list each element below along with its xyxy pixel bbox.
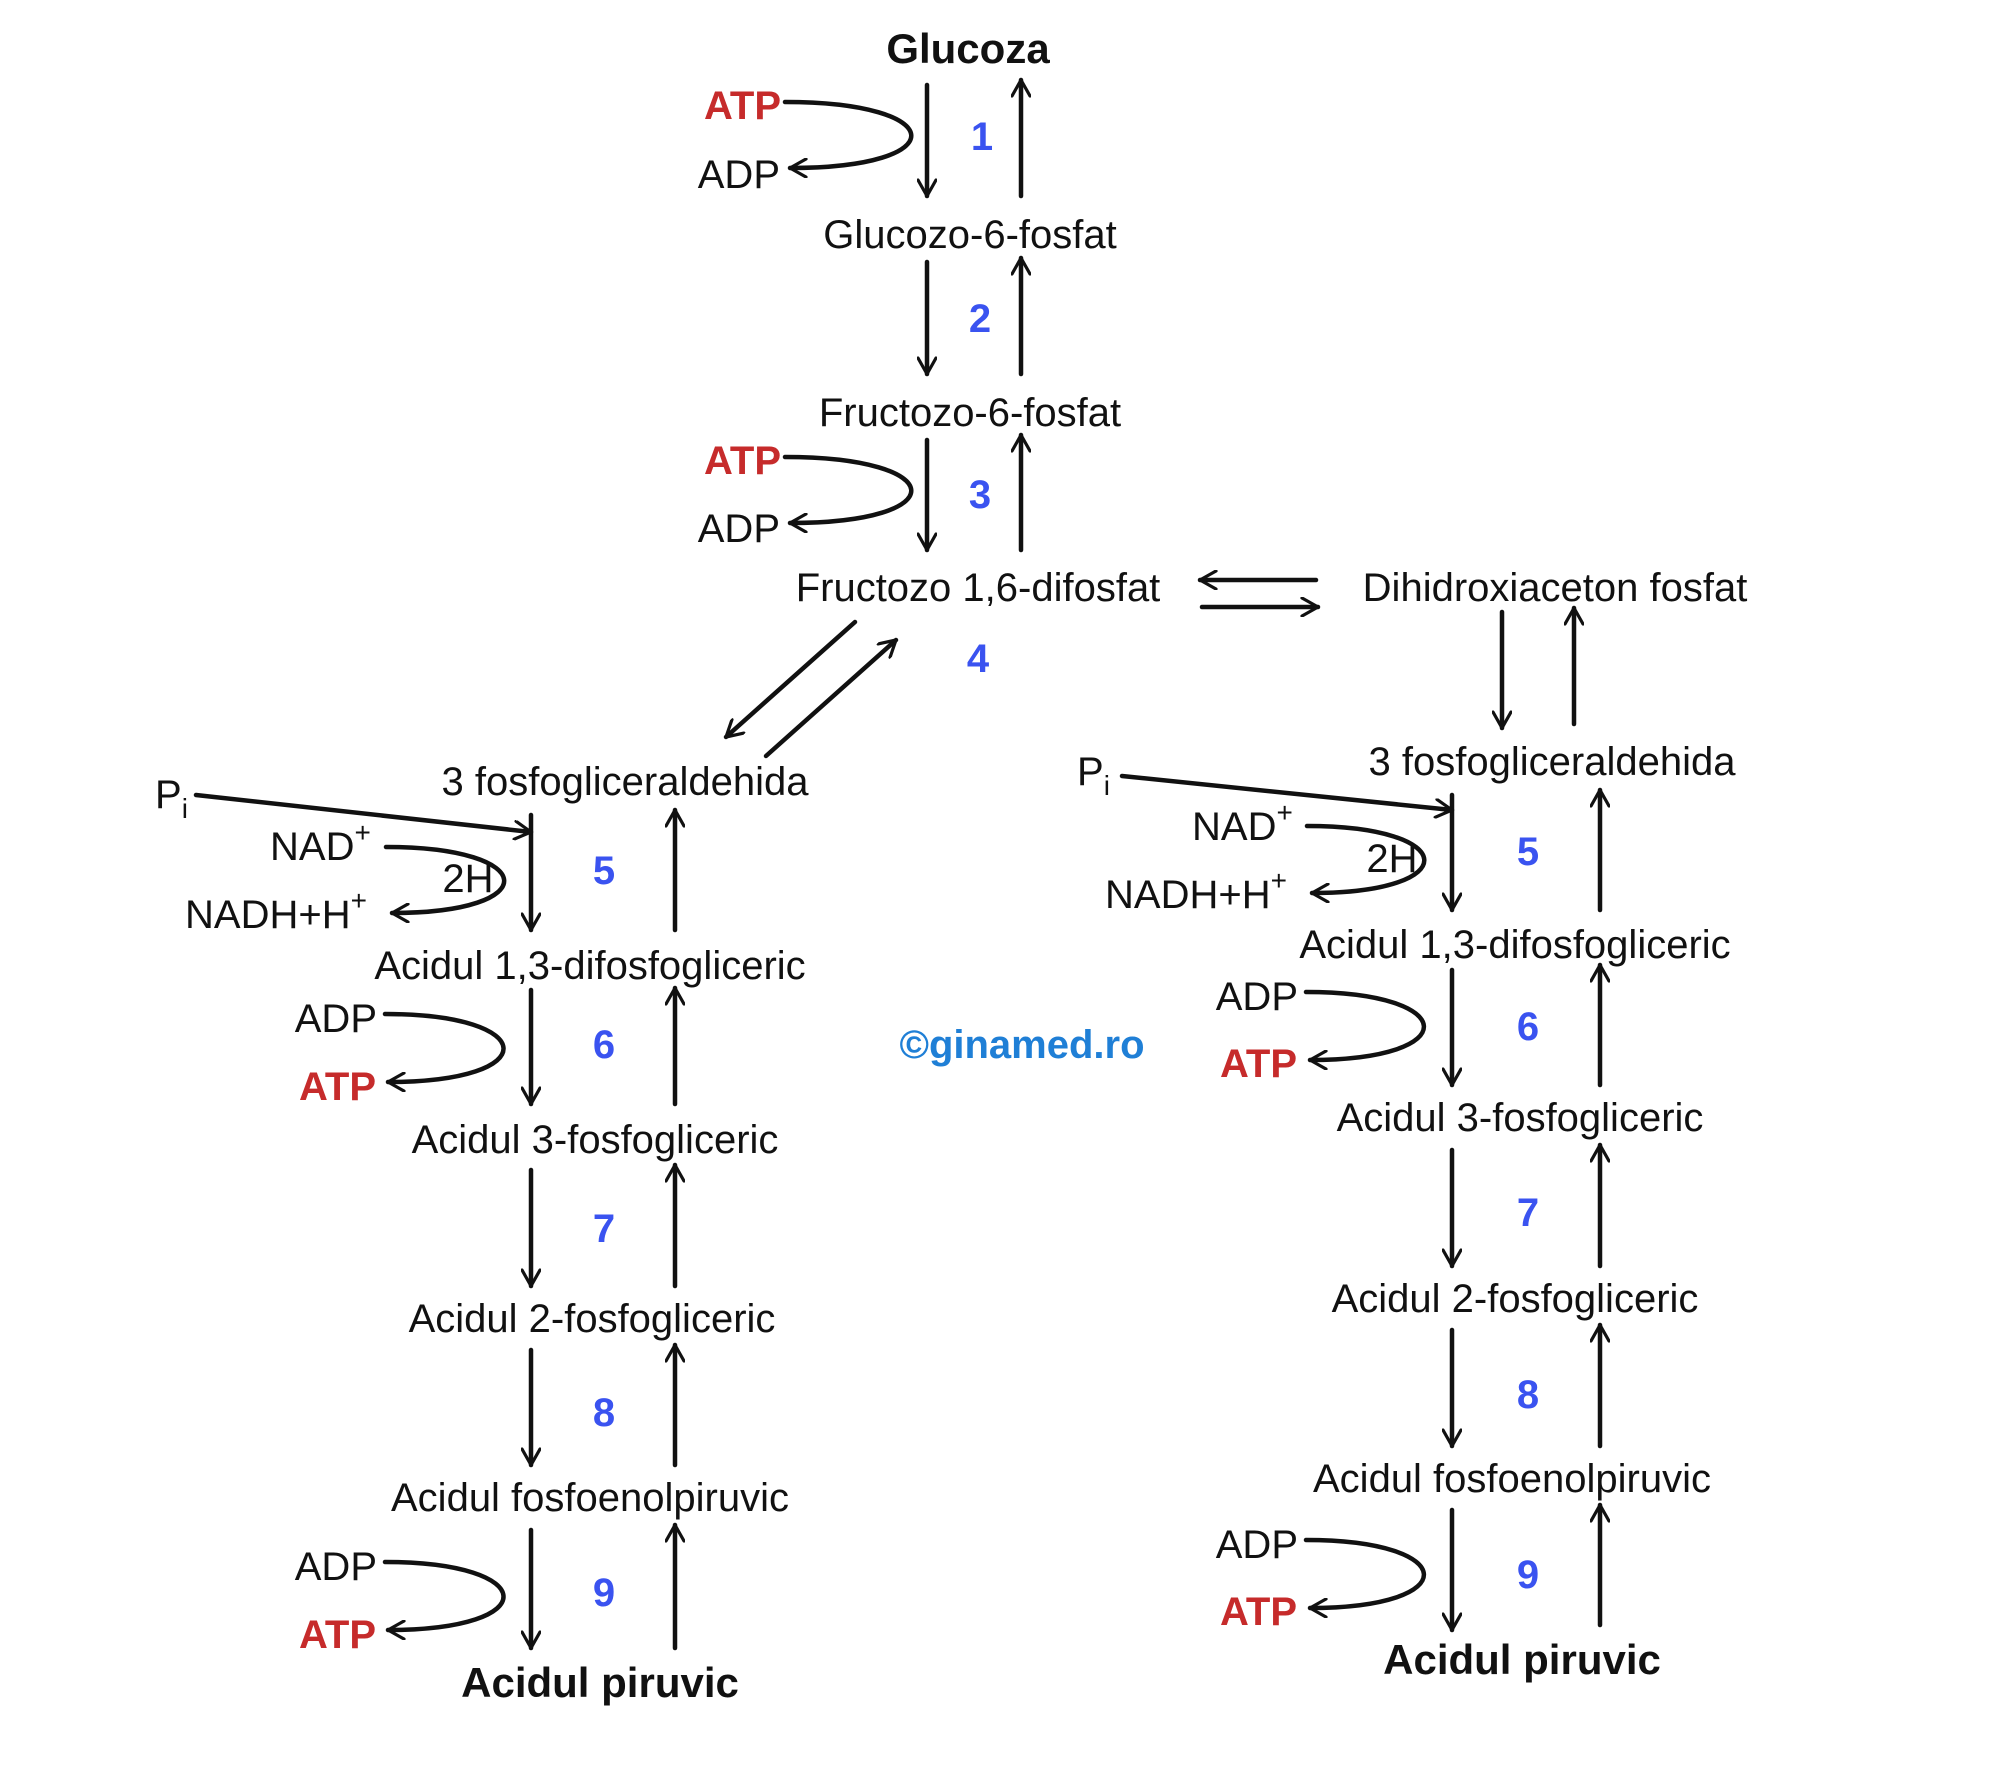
left-pi-subscript: i	[182, 793, 188, 824]
left-adp-atp-curve-step6	[382, 1011, 506, 1082]
right-nadh-superscript: +	[1271, 865, 1287, 896]
left-nadh-label: NADH+H+	[185, 885, 367, 937]
right-nadh-text: NADH+H	[1105, 873, 1271, 917]
left-3pg-label: Acidul 3-fosfogliceric	[412, 1118, 779, 1162]
right-nad-text: NAD	[1192, 805, 1276, 849]
adp-label-step1: ADP	[698, 153, 780, 197]
left-nad-label: NAD+	[270, 817, 371, 869]
left-pi-label: Pi	[155, 773, 188, 824]
step-number-1: 1	[971, 115, 993, 159]
left-bpg-label: Acidul 1,3-difosfogliceric	[374, 944, 805, 988]
right-step-number-8: 8	[1517, 1373, 1539, 1417]
left-pyruvate-label: Acidul piruvic	[461, 1659, 739, 1706]
right-adp-atp-curve-step9	[1303, 1537, 1427, 1608]
left-step-number-7: 7	[593, 1207, 615, 1251]
left-atp-label-step6: ATP	[299, 1065, 376, 1109]
left-step-number-8: 8	[593, 1391, 615, 1435]
left-step-number-9: 9	[593, 1571, 615, 1615]
fructose-1-6-bisphosphate-label: Fructozo 1,6-difosfat	[796, 566, 1161, 610]
right-nad-label: NAD+	[1192, 797, 1293, 849]
left-adp-atp-curve-step9	[382, 1559, 506, 1630]
right-nad-nadh-curve	[1304, 823, 1427, 893]
right-pi-subscript: i	[1104, 770, 1110, 801]
left-atp-label-step9: ATP	[299, 1613, 376, 1657]
right-step-number-6: 6	[1517, 1005, 1539, 1049]
right-step-number-7: 7	[1517, 1191, 1539, 1235]
left-pi-arrow	[193, 792, 534, 832]
right-3pg-label: Acidul 3-fosfogliceric	[1337, 1096, 1704, 1140]
fructose-6-phosphate-label: Fructozo-6-fosfat	[819, 391, 1121, 435]
right-pi-arrow	[1119, 773, 1455, 810]
right-step-number-9: 9	[1517, 1553, 1539, 1597]
left-adp-label-step6: ADP	[295, 997, 377, 1041]
left-nad-text: NAD	[270, 825, 354, 869]
left-2pg-label: Acidul 2-fosfogliceric	[409, 1297, 776, 1341]
right-pyruvate-label: Acidul piruvic	[1383, 1636, 1661, 1683]
right-adp-label-step9: ADP	[1216, 1523, 1298, 1567]
left-g3p-label: 3 fosfogliceraldehida	[442, 760, 810, 804]
left-pep-label: Acidul fosfoenolpiruvic	[391, 1476, 789, 1520]
f16bp-to-g3p-left-arrow	[723, 619, 858, 740]
right-g3p-label: 3 fosfogliceraldehida	[1369, 740, 1737, 784]
left-nadh-text: NADH+H	[185, 893, 351, 937]
adp-label-step3: ADP	[698, 507, 780, 551]
atp-label-step3: ATP	[704, 439, 781, 483]
left-adp-label-step9: ADP	[295, 1545, 377, 1589]
right-bpg-label: Acidul 1,3-difosfogliceric	[1299, 923, 1730, 967]
g3p-left-to-f16bp-arrow	[763, 637, 899, 759]
step-number-4: 4	[967, 637, 990, 681]
atp-label-step1: ATP	[704, 84, 781, 128]
right-2pg-label: Acidul 2-fosfogliceric	[1332, 1277, 1699, 1321]
step-number-3: 3	[969, 473, 991, 517]
left-2h-label: 2H	[442, 857, 493, 901]
dihydroxyacetone-phosphate-label: Dihidroxiaceton fosfat	[1363, 566, 1748, 610]
left-nad-nadh-curve	[383, 844, 507, 913]
right-pep-label: Acidul fosfoenolpiruvic	[1313, 1457, 1711, 1501]
left-nad-superscript: +	[354, 817, 370, 848]
right-adp-atp-curve-step6	[1303, 989, 1427, 1060]
right-atp-label-step6: ATP	[1220, 1042, 1297, 1086]
left-step-number-5: 5	[593, 849, 615, 893]
right-adp-label-step6: ADP	[1216, 975, 1298, 1019]
right-pi-text: P	[1077, 750, 1104, 794]
right-nad-superscript: +	[1276, 797, 1292, 828]
right-nadh-label: NADH+H+	[1105, 865, 1287, 917]
glucose-6-phosphate-label: Glucozo-6-fosfat	[823, 213, 1116, 257]
watermark: ©ginamed.ro	[899, 1023, 1144, 1067]
step-number-2: 2	[969, 297, 991, 341]
atp-adp-curve-step1	[782, 99, 914, 168]
right-atp-label-step9: ATP	[1220, 1590, 1297, 1634]
glucose-label: Glucoza	[886, 25, 1050, 72]
left-nadh-superscript: +	[351, 885, 367, 916]
left-step-number-6: 6	[593, 1023, 615, 1067]
right-pi-label: Pi	[1077, 750, 1110, 801]
left-pi-text: P	[155, 773, 182, 817]
atp-adp-curve-step3	[782, 454, 914, 523]
right-step-number-5: 5	[1517, 830, 1539, 874]
